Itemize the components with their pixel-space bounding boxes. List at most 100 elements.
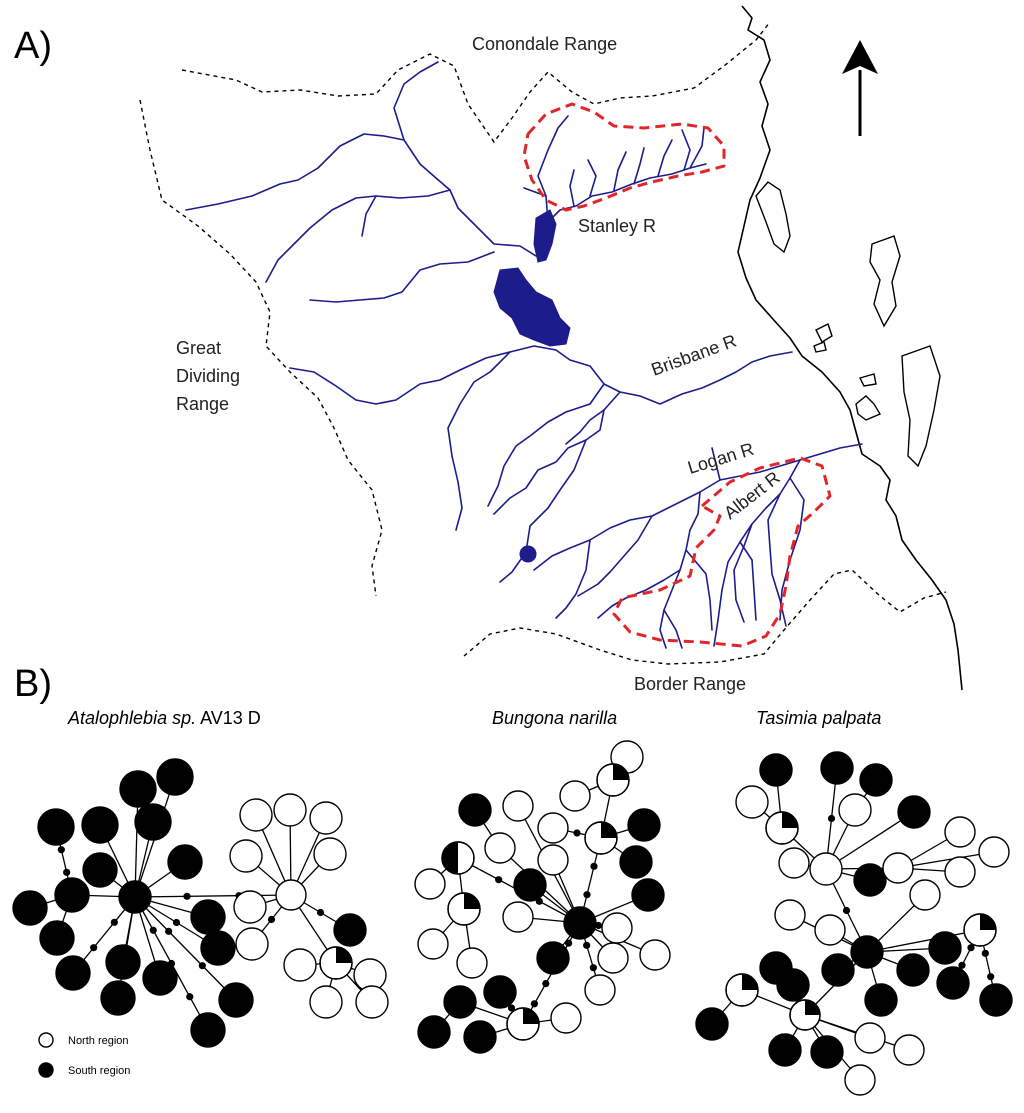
- haplotype-node: [821, 953, 855, 987]
- panel-b-label: B): [14, 663, 52, 705]
- haplotype-node: [200, 930, 236, 966]
- mutation-step: [198, 962, 206, 970]
- mutation-step: [565, 939, 573, 947]
- haplotype-node: [235, 927, 269, 961]
- haplotype-node: [55, 955, 91, 991]
- haplotype-node: [936, 966, 970, 1000]
- network-edge: [134, 896, 237, 1001]
- legend-south-label: South region: [68, 1065, 130, 1077]
- haplotype-node: [142, 960, 178, 996]
- mutation-step: [590, 862, 598, 870]
- haplotype-node: [893, 1034, 925, 1066]
- haplotype-node: [944, 816, 976, 848]
- haplotype-node: [979, 983, 1013, 1017]
- label-border-range: Border Range: [634, 674, 746, 694]
- haplotype-node: [513, 868, 547, 902]
- network-tasimia: [695, 751, 1013, 1096]
- legend-south-swatch: [38, 1062, 54, 1078]
- haplotype-node: [897, 795, 931, 829]
- haplotype-node: [695, 1007, 729, 1041]
- haplotype-node: [100, 980, 136, 1016]
- island-north: [755, 181, 791, 254]
- label-stanley-river: Stanley R: [578, 216, 656, 236]
- coastline: [737, 5, 963, 691]
- haplotype-node: [283, 948, 317, 982]
- haplotype-node: [896, 953, 930, 987]
- haplotype-node: [118, 880, 152, 914]
- border-range-line: [463, 569, 947, 665]
- haplotype-node: [82, 852, 118, 888]
- haplotype-node: [229, 839, 263, 873]
- haplotype-node: [631, 878, 665, 912]
- haplotype-node: [39, 920, 75, 956]
- somerset-reservoir: [533, 209, 557, 263]
- haplotype-node: [853, 863, 887, 897]
- network-edge: [825, 811, 915, 870]
- north-arrow-icon: [842, 40, 878, 136]
- haplotype-node: [810, 1035, 844, 1069]
- island-east: [901, 345, 941, 468]
- label-great-dividing-1: Great: [176, 338, 221, 358]
- haplotype-node: [190, 899, 226, 935]
- haplotype-node: [838, 793, 872, 827]
- haplotype-node: [759, 753, 793, 787]
- haplotype-node: [859, 763, 893, 797]
- great-dividing-range-line: [139, 99, 383, 597]
- mutation-step: [987, 973, 995, 981]
- haplotype-node: [309, 801, 343, 835]
- haplotype-node: [909, 879, 941, 911]
- mutation-step: [827, 814, 836, 823]
- island-large: [869, 235, 901, 328]
- mutation-step: [583, 891, 591, 899]
- mutation-step: [842, 906, 851, 915]
- haplotype-node: [239, 798, 273, 832]
- island-small-3: [858, 373, 877, 387]
- network-atalophlebia: [12, 758, 389, 1048]
- haplotype-node: [768, 1033, 802, 1067]
- river-network: [185, 61, 863, 649]
- haplotype-node: [789, 999, 821, 1031]
- mutation-step: [589, 964, 597, 972]
- haplotype-node: [167, 844, 203, 880]
- mutation-step: [165, 927, 173, 935]
- haplotype-node: [273, 793, 307, 827]
- mutation-step: [90, 944, 98, 952]
- haplotype-node: [233, 890, 267, 924]
- mutation-step: [530, 1000, 539, 1008]
- mutation-step: [110, 918, 118, 926]
- haplotype-node: [725, 973, 759, 1007]
- legend: North region South region: [38, 1032, 130, 1078]
- haplotype-node: [597, 942, 629, 974]
- mutation-step: [186, 993, 194, 1001]
- haplotype-node: [119, 770, 157, 808]
- haplotype-node: [81, 806, 119, 844]
- haplotype-node: [156, 758, 194, 796]
- wivenhoe-reservoir: [493, 267, 571, 347]
- map: Conondale Range Stanley R Great Dividing…: [139, 5, 963, 694]
- haplotype-node: [319, 946, 353, 980]
- mutation-step: [958, 961, 966, 969]
- haplotype-node: [774, 899, 806, 931]
- haplotype-node: [765, 811, 799, 845]
- haplotype-node: [944, 856, 976, 888]
- label-brisbane-river: Brisbane R: [649, 331, 740, 380]
- haplotype-node: [850, 935, 884, 969]
- haplotype-node: [134, 803, 172, 841]
- haplotype-node: [963, 913, 997, 947]
- reservoir-south: [519, 545, 537, 563]
- network-bungona: [414, 740, 671, 1054]
- haplotype-node: [814, 914, 846, 946]
- haplotype-node: [559, 780, 591, 812]
- network-edge: [897, 851, 995, 869]
- haplotype-node: [456, 947, 488, 979]
- mutation-step: [183, 892, 191, 900]
- albert-river: [713, 459, 801, 647]
- network-title-bungona: Bungona narilla: [492, 708, 617, 728]
- haplotype-node: [882, 852, 914, 884]
- haplotype-node: [854, 1022, 886, 1054]
- haplotype-node: [584, 821, 618, 855]
- study-area-south: [612, 456, 832, 648]
- haplotype-node: [458, 793, 492, 827]
- haplotype-node: [37, 808, 75, 846]
